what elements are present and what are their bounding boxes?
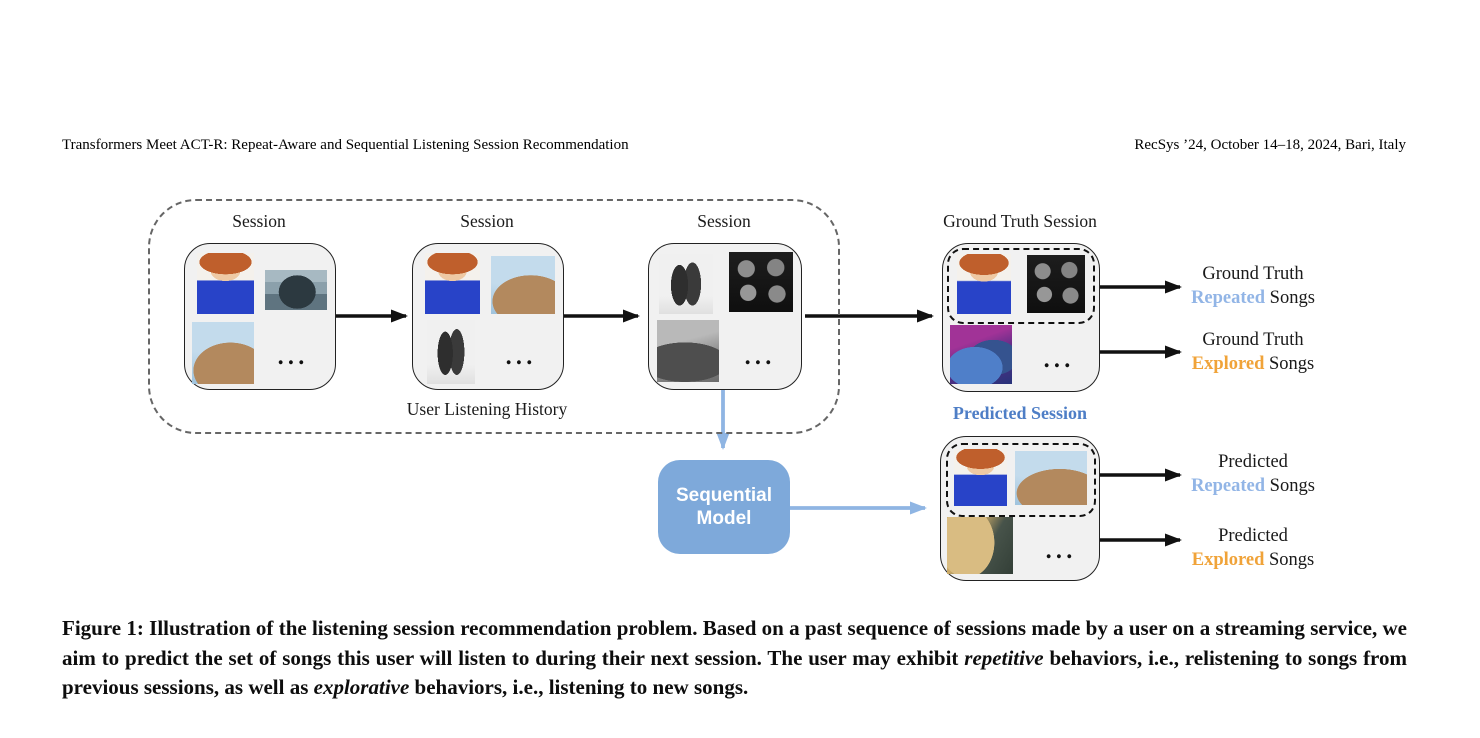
pred-explored-label: Predicted Explored Songs: [1148, 524, 1358, 572]
explored-keyword: Explored: [1191, 550, 1265, 570]
running-header-venue: RecSys ’24, October 14–18, 2024, Bari, I…: [1134, 137, 1406, 153]
songs-suffix: Songs: [1265, 288, 1315, 308]
predicted-session-title: Predicted Session: [952, 403, 1088, 423]
album-rock-band-group-bw: [657, 320, 719, 382]
album-pop-band-purple: [950, 325, 1012, 384]
pred-explored-label-line2: Explored Songs: [1148, 548, 1358, 572]
album-guitarist: [265, 270, 327, 310]
album-singer-profile: [947, 517, 1013, 574]
repeated-keyword: Repeated: [1191, 476, 1266, 496]
caption-segment: behaviors, i.e., listening to new songs.: [409, 675, 749, 699]
album-taylor-swift: [192, 322, 254, 384]
pred-repeated-label-line1: Predicted: [1218, 452, 1288, 472]
session-3-title: Session: [697, 211, 751, 231]
gt-repeated-label-line1: Ground Truth: [1202, 264, 1304, 284]
ellipsis: ...: [1045, 538, 1076, 563]
album-taylor-swift: [491, 256, 555, 314]
pred-repeated-group: [946, 443, 1096, 517]
songs-suffix: Songs: [1265, 476, 1315, 496]
caption-segment-italic: explorative: [313, 675, 410, 699]
figure-caption: Figure 1: Illustration of the listening …: [62, 614, 1407, 703]
album-rock-band-dark-bw: [729, 252, 793, 312]
gt-explored-label-line1: Ground Truth: [1202, 330, 1304, 350]
pred-explored-label-line1: Predicted: [1218, 526, 1288, 546]
caption-segment-italic: repetitive: [964, 645, 1044, 670]
album-ed-sheeran: [425, 253, 480, 314]
album-folk-duo-bw: [427, 320, 475, 384]
gt-explored-label: Ground Truth Explored Songs: [1148, 328, 1358, 376]
ellipsis: ...: [505, 344, 536, 369]
album-rock-band-dark-bw: [1027, 255, 1085, 313]
gt-explored-label-line2: Explored Songs: [1148, 352, 1358, 376]
user-listening-history-label: User Listening History: [406, 399, 568, 419]
session-box-3: ...: [648, 243, 802, 390]
ellipsis: ...: [277, 344, 308, 369]
album-ed-sheeran: [957, 254, 1011, 314]
caption-segment: behaviors, i.e., relistening to songs fr…: [62, 645, 1407, 700]
predicted-session-box: ...: [940, 436, 1100, 581]
explored-keyword: Explored: [1191, 354, 1265, 374]
pred-repeated-label: Predicted Repeated Songs: [1148, 450, 1358, 498]
session-2-title: Session: [460, 211, 514, 231]
ground-truth-session-box: ...: [942, 243, 1100, 392]
sequential-model-label-line2: Model: [696, 508, 752, 529]
session-1-title: Session: [232, 211, 286, 231]
album-folk-duo-bw: [659, 254, 713, 314]
session-box-1: ...: [184, 243, 336, 390]
gt-repeated-group: [947, 248, 1095, 324]
sequential-model-label-line1: Sequential: [675, 485, 773, 506]
songs-suffix: Songs: [1264, 550, 1315, 570]
user-listening-history-box: [148, 199, 840, 434]
album-ed-sheeran: [197, 253, 254, 314]
album-ed-sheeran: [954, 449, 1007, 506]
session-box-2: ...: [412, 243, 564, 390]
album-taylor-swift: [1015, 451, 1087, 505]
songs-suffix: Songs: [1264, 354, 1315, 374]
running-header-title: Transformers Meet ACT-R: Repeat-Aware an…: [62, 137, 629, 153]
ellipsis: ...: [1043, 347, 1074, 372]
pred-repeated-label-line2: Repeated Songs: [1148, 474, 1358, 498]
ellipsis: ...: [744, 344, 775, 369]
caption-segment: Figure 1: Illustration of the listening …: [62, 616, 1407, 670]
gt-repeated-label-line2: Repeated Songs: [1148, 286, 1358, 310]
repeated-keyword: Repeated: [1191, 288, 1266, 308]
ground-truth-session-title: Ground Truth Session: [943, 211, 1097, 231]
sequential-model-box: Sequential Model: [658, 460, 790, 554]
gt-repeated-label: Ground Truth Repeated Songs: [1148, 262, 1358, 310]
